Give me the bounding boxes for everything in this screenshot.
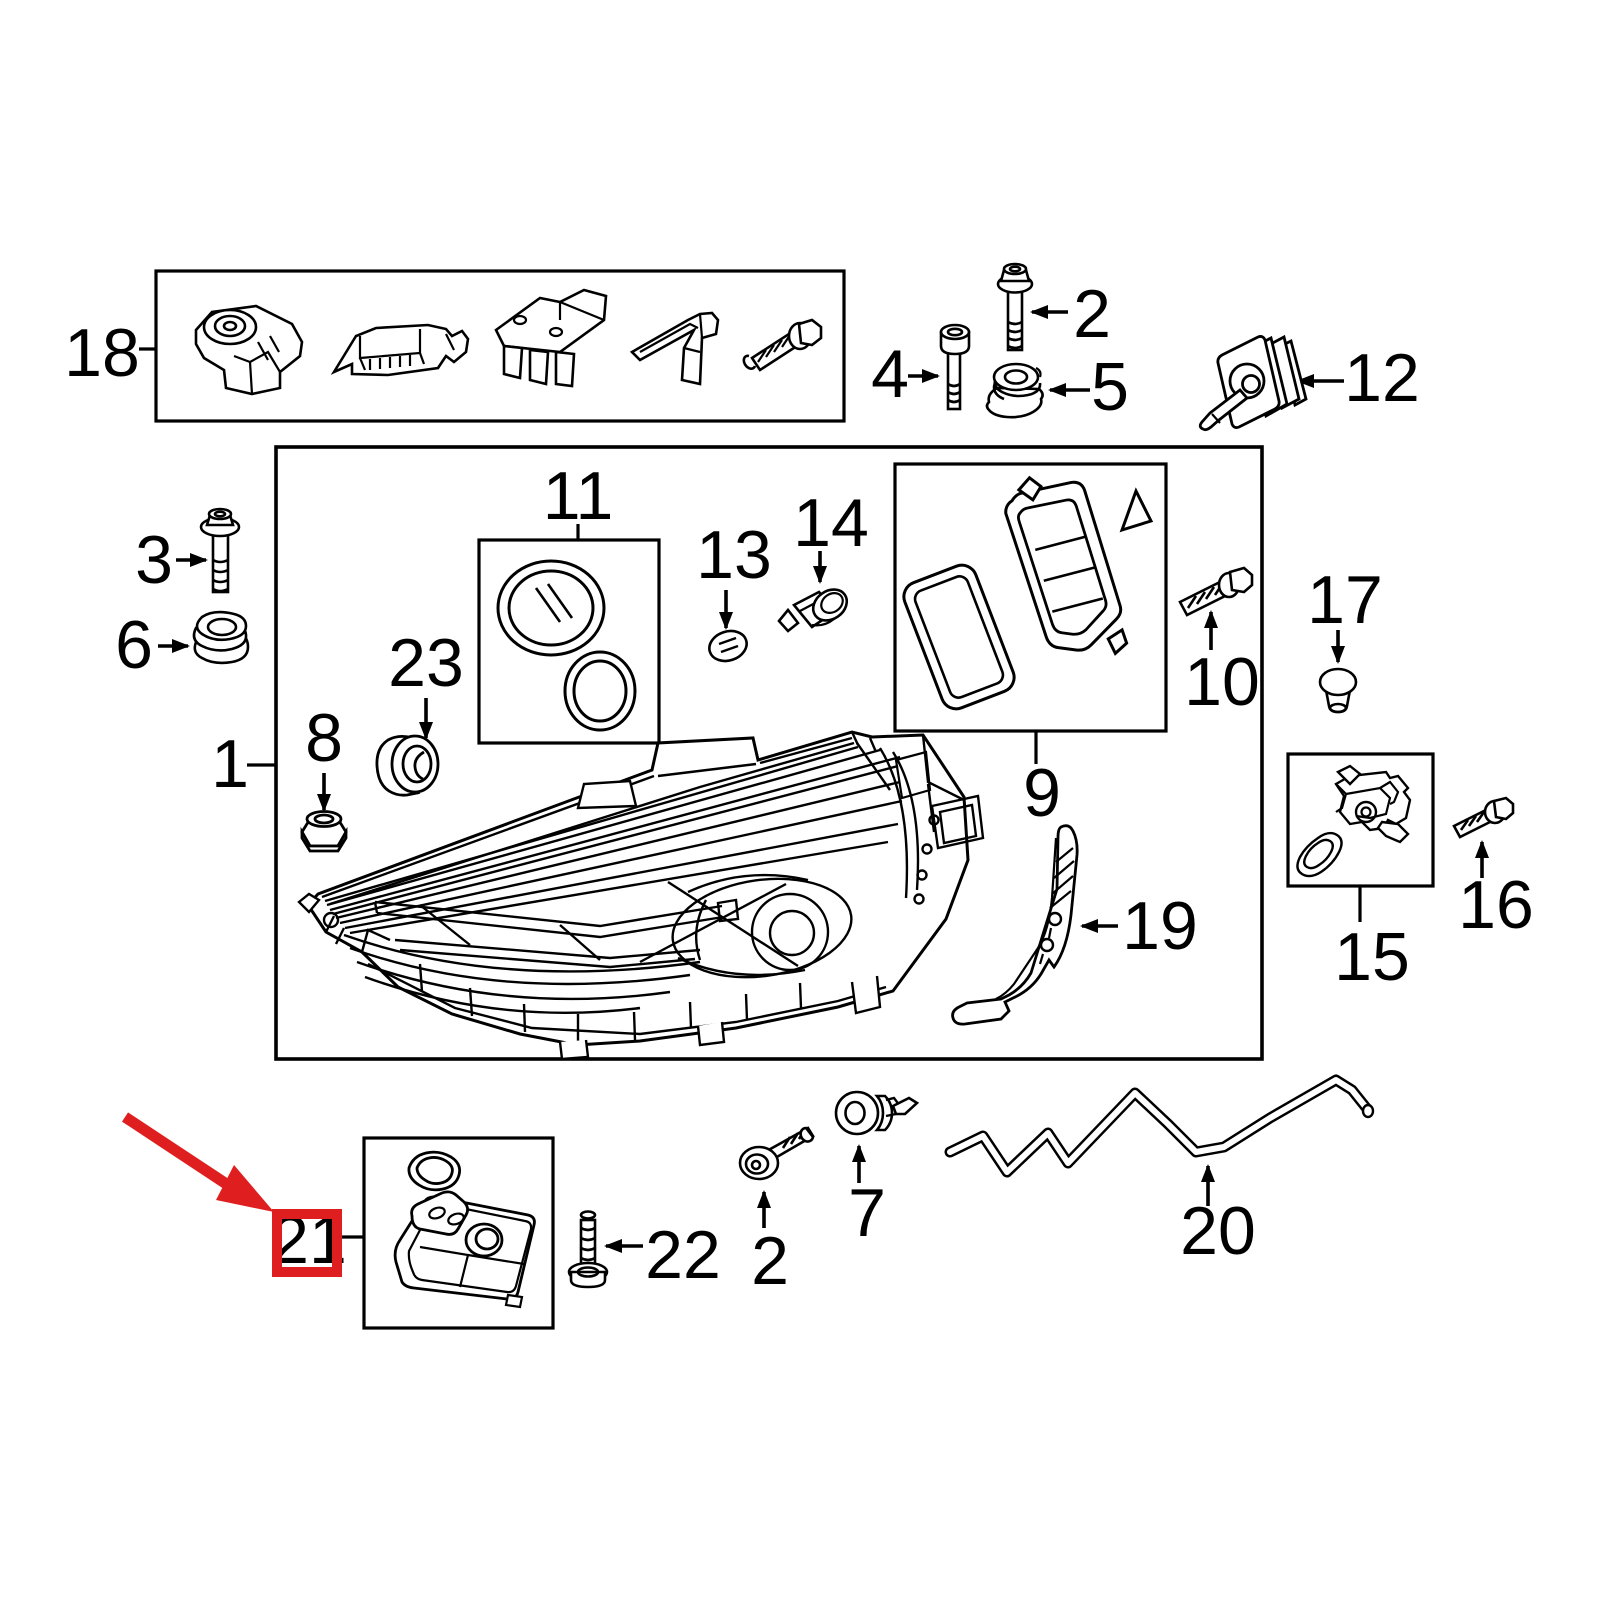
svg-text:19: 19 — [1122, 888, 1198, 964]
svg-text:8: 8 — [305, 700, 343, 776]
svg-text:20: 20 — [1180, 1193, 1256, 1269]
svg-text:4: 4 — [871, 336, 909, 412]
svg-text:2: 2 — [1073, 276, 1111, 352]
svg-text:2: 2 — [751, 1223, 789, 1299]
svg-text:7: 7 — [848, 1175, 886, 1251]
svg-text:18: 18 — [64, 315, 140, 391]
svg-text:5: 5 — [1091, 349, 1129, 425]
svg-text:3: 3 — [135, 522, 173, 598]
svg-text:17: 17 — [1307, 562, 1383, 638]
svg-text:22: 22 — [645, 1217, 721, 1293]
svg-text:10: 10 — [1184, 644, 1260, 720]
svg-text:9: 9 — [1023, 755, 1061, 831]
svg-text:1: 1 — [211, 726, 249, 802]
svg-text:15: 15 — [1334, 919, 1410, 995]
svg-text:12: 12 — [1344, 340, 1420, 416]
svg-text:16: 16 — [1458, 867, 1534, 943]
svg-text:6: 6 — [115, 607, 153, 683]
svg-text:23: 23 — [388, 625, 464, 701]
svg-text:11: 11 — [543, 458, 614, 534]
svg-text:14: 14 — [793, 485, 869, 561]
svg-text:13: 13 — [696, 517, 772, 593]
